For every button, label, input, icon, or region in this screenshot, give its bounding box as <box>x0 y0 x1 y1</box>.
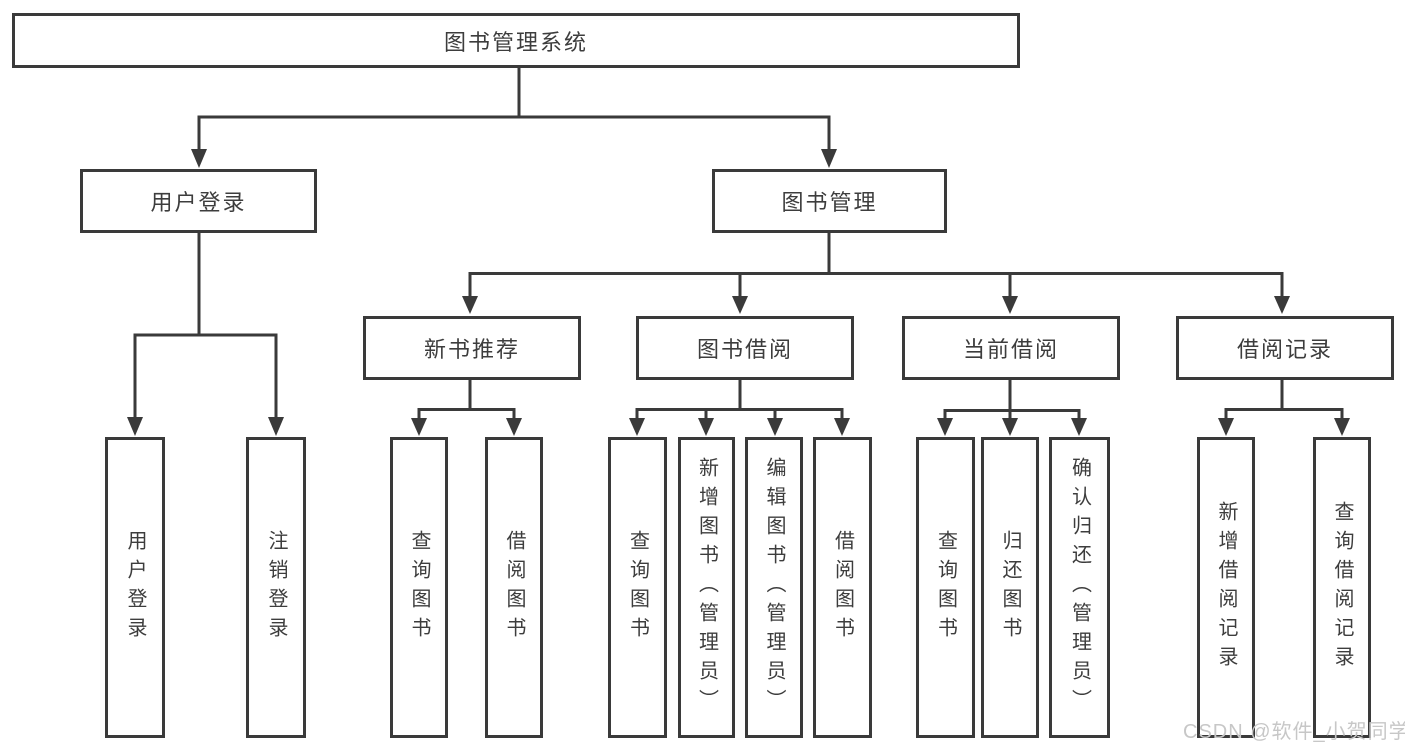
arrow-to-leaf-confirm-return <box>1071 418 1087 436</box>
arrow-to-leaf-logout <box>268 417 284 436</box>
connector-records-bar <box>1224 408 1344 420</box>
arrow-to-leaf-query-2 <box>629 418 645 436</box>
node-book-borrow: 图书借阅 <box>636 316 854 380</box>
arrow-to-leaf-user-login <box>127 417 143 436</box>
connector-level3-bar <box>468 272 1284 298</box>
connector-recommend-bar <box>417 408 516 420</box>
node-current-borrow: 当前借阅 <box>902 316 1120 380</box>
leaf-borrow-books-recommend: 借阅图书 <box>485 437 543 738</box>
arrowheads <box>127 149 1350 436</box>
leaf-edit-books-admin: 编辑图书（管理员） <box>745 437 803 738</box>
watermark-text: CSDN @软件_小贺同学 <box>1183 721 1405 743</box>
node-borrow-records: 借阅记录 <box>1176 316 1394 380</box>
leaf-query-books-current: 查询图书 <box>916 437 975 738</box>
leaf-query-borrow-record: 查询借阅记录 <box>1313 437 1371 738</box>
node-book-management: 图书管理 <box>712 169 947 233</box>
connector-borrow-bar <box>635 408 844 420</box>
node-user-login: 用户登录 <box>80 169 317 233</box>
leaf-query-books-recommend: 查询图书 <box>390 437 448 738</box>
arrow-to-leaf-borrow-1 <box>506 418 522 436</box>
arrow-to-leaf-query-3 <box>937 418 953 436</box>
leaf-confirm-return-admin: 确认归还（管理员） <box>1049 437 1110 738</box>
arrow-to-leaf-add-book <box>698 418 714 436</box>
arrow-to-book-mgmt <box>821 149 837 168</box>
arrow-to-leaf-query-record <box>1334 418 1350 436</box>
leaf-return-books: 归还图书 <box>981 437 1039 738</box>
arrow-to-user-login <box>191 149 207 168</box>
connector-current-bar <box>943 409 1081 420</box>
node-root-library-system: 图书管理系统 <box>12 13 1020 68</box>
leaf-logout: 注销登录 <box>246 437 306 738</box>
arrow-to-leaf-query-1 <box>411 418 427 436</box>
arrow-to-records <box>1274 296 1290 314</box>
arrow-to-leaf-return <box>1002 418 1018 436</box>
leaf-user-login: 用户登录 <box>105 437 165 738</box>
leaf-add-books-admin: 新增图书（管理员） <box>678 437 735 738</box>
arrow-to-leaf-borrow-2 <box>834 418 850 436</box>
leaf-borrow-books: 借阅图书 <box>813 437 872 738</box>
connector-level2-bar <box>197 115 831 151</box>
arrow-to-borrow <box>732 296 748 314</box>
connector-user-login-bar <box>133 333 278 419</box>
arrow-to-leaf-add-record <box>1218 418 1234 436</box>
leaf-query-books-borrow: 查询图书 <box>608 437 667 738</box>
arrow-to-leaf-edit-book <box>767 418 783 436</box>
arrow-to-recommend <box>462 296 478 314</box>
arrow-to-current <box>1002 296 1018 314</box>
node-new-book-recommend: 新书推荐 <box>363 316 581 380</box>
leaf-add-borrow-record: 新增借阅记录 <box>1197 437 1255 738</box>
